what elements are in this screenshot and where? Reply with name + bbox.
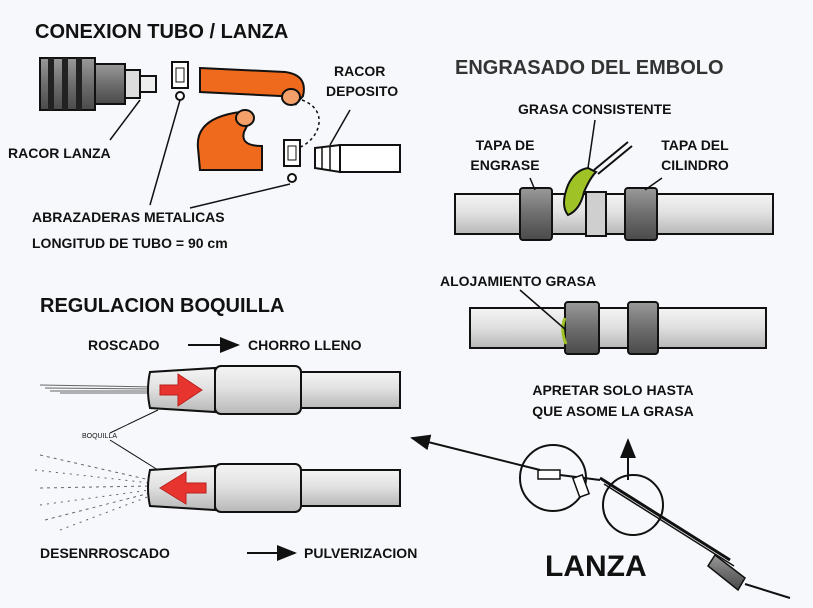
nozzle-roscado <box>147 365 401 415</box>
label-apretar-1: APRETAR SOLO HASTA <box>532 382 694 398</box>
label-racor: RACOR <box>334 63 386 79</box>
label-roscado: ROSCADO <box>88 337 160 353</box>
title-regulacion: REGULACION BOQUILLA <box>40 295 285 317</box>
lance-drawing <box>519 444 791 599</box>
label-racor-lanza: RACOR LANZA <box>8 145 111 161</box>
cylinder-pipe-1 <box>454 187 774 241</box>
label-tapa-cilindro-2: CILINDRO <box>661 157 729 173</box>
label-longitud: LONGITUD DE TUBO = 90 cm <box>32 235 228 251</box>
label-tapa-engrase-2: ENGRASE <box>470 157 540 173</box>
label-desenrroscado: DESENRROSCADO <box>40 545 170 561</box>
nozzle-jet-full <box>39 384 156 394</box>
grease-blob <box>563 166 598 217</box>
label-deposito: DEPOSITO <box>326 83 399 99</box>
cylinder-pipe-2 <box>469 301 767 355</box>
pointer-arrow <box>410 434 541 471</box>
label-chorro: CHORRO LLENO <box>248 337 362 353</box>
metal-clamp-1 <box>171 61 189 101</box>
label-abrazaderas: ABRAZADERAS METALICAS <box>32 209 225 225</box>
metal-clamp-2 <box>283 139 301 183</box>
label-grasa: GRASA CONSISTENTE <box>518 101 672 117</box>
label-boquilla: BOQUILLA <box>82 433 118 440</box>
label-alojamiento: ALOJAMIENTO GRASA <box>440 273 597 289</box>
label-pulverizacion: PULVERIZACION <box>304 545 418 561</box>
label-lanza: LANZA <box>545 550 647 583</box>
nozzle-desenrroscado <box>147 463 401 513</box>
title-conexion: CONEXION TUBO / LANZA <box>35 21 289 43</box>
orange-hose <box>196 66 305 171</box>
racor-lanza-fitting <box>39 57 157 111</box>
title-engrasado: ENGRASADO DEL EMBOLO <box>455 57 724 79</box>
label-tapa-engrase-1: TAPA DE <box>475 137 535 153</box>
label-tapa-cilindro-1: TAPA DEL <box>661 137 729 153</box>
racor-deposito-fitting <box>314 143 401 174</box>
nozzle-spray <box>34 454 151 531</box>
label-apretar-2: QUE ASOME LA GRASA <box>532 403 694 419</box>
